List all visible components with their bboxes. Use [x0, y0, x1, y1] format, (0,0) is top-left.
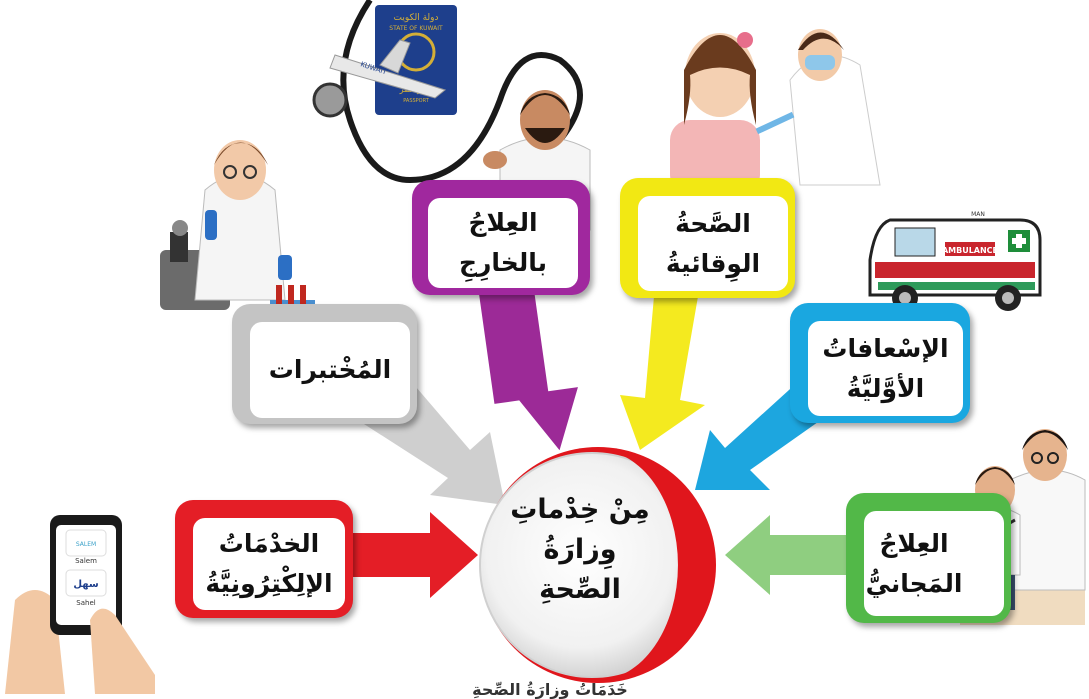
- node-eservices: الخدْمَاتُ الإلِكْتِرُونِيَّةُ: [175, 500, 353, 618]
- bottom-caption: خَدَمَاتُ وِزارَةُ الصِّحةِ: [472, 680, 628, 699]
- node-eservices-label: الخدْمَاتُ الإلِكْتِرُونِيَّةُ: [205, 529, 333, 598]
- app-sahel-logo: سهل: [73, 579, 99, 590]
- center-title: مِنْ خِدْماتِ وِزارَةُ الصِّحةِ: [510, 494, 650, 605]
- app-sahel-label: Sahel: [76, 599, 95, 607]
- passport-label: PASSPORT: [403, 98, 430, 104]
- app-salem-logo: SALEM: [76, 541, 96, 548]
- node-abroad: العِلاجُ بالخارِجِ: [412, 180, 590, 295]
- node-free: العِلاجُ المَجانيُّ: [846, 493, 1011, 623]
- arrow-free: [725, 515, 850, 595]
- passport-title: دولة الكويت: [394, 13, 439, 23]
- node-free-label: العِلاجُ المَجانيُّ: [865, 528, 963, 598]
- ambulance-label: AMBULANCE: [942, 246, 998, 255]
- arrow-eservices: [340, 512, 478, 598]
- arrow-preventive: [620, 285, 705, 450]
- center-circle: [479, 447, 716, 683]
- phone-illustration: SALEM Salem سهل Sahel: [5, 515, 155, 694]
- node-abroad-label: العِلاجُ بالخارِجِ: [459, 208, 547, 277]
- node-preventive-label: الصَّحةُ الوِقائيةُ: [665, 208, 761, 278]
- app-salem-label: Salem: [75, 557, 97, 565]
- passport-state: STATE OF KUWAIT: [389, 25, 443, 32]
- node-labs: المُخْتبرات: [232, 304, 417, 424]
- ambulance-illustration: AMBULANCE MAN: [868, 211, 1042, 311]
- arrow-abroad: [477, 277, 578, 451]
- ambulance-small-label: MAN: [971, 211, 985, 218]
- vaccination-illustration: [670, 29, 881, 195]
- node-first-aid: الإسْعافاتُ الأوَّليَّةُ: [790, 303, 970, 423]
- node-preventive: الصَّحةُ الوِقائيةُ: [620, 178, 795, 298]
- node-first-aid-label: الإسْعافاتُ الأوَّليَّةُ: [822, 333, 949, 403]
- node-labs-label: المُخْتبرات: [268, 355, 392, 384]
